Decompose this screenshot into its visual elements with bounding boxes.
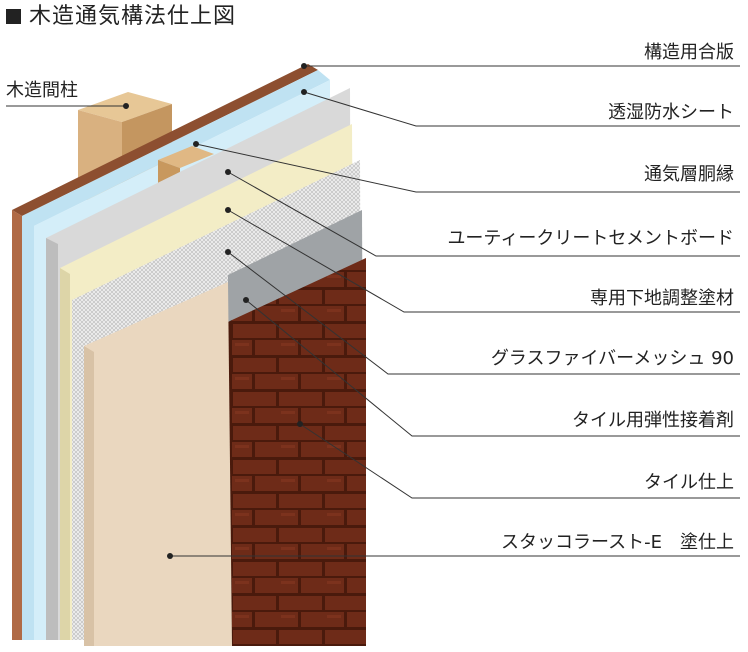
tile-face xyxy=(232,258,366,646)
label-stucco: スタッコラースト-E 塗仕上 xyxy=(501,532,734,553)
label-adhesive: タイル用弾性接着剤 xyxy=(572,410,734,431)
leader-board xyxy=(227,171,740,257)
leader-lines xyxy=(6,65,740,557)
label-membrane: 透湿防水シート xyxy=(608,102,734,123)
plywood-face xyxy=(12,210,22,640)
plywood-edge xyxy=(12,64,318,216)
label-mesh: グラスファイバーメッシュ 90 xyxy=(490,348,734,369)
leader-mesh xyxy=(227,251,740,375)
diagram-title: 木造通気構法仕上図 xyxy=(6,2,236,32)
leader-membrane xyxy=(303,91,740,127)
leader-tile xyxy=(299,423,740,499)
leader-dots xyxy=(123,63,307,559)
title-text: 木造通気構法仕上図 xyxy=(29,4,237,29)
label-cement-board: ユーティークリートセメントボード xyxy=(447,228,734,249)
label-stud: 木造間柱 xyxy=(6,80,78,101)
label-base-coat: 専用下地調整塗材 xyxy=(590,288,734,309)
furring-top xyxy=(158,146,214,168)
leader-adhesive xyxy=(245,299,740,437)
stucco-edge xyxy=(84,346,94,646)
label-tile: タイル仕上 xyxy=(644,472,734,493)
label-plywood: 構造用合版 xyxy=(644,42,734,63)
leader-base-coat xyxy=(227,209,740,313)
base-coat-edge xyxy=(60,268,70,640)
leader-furring xyxy=(195,143,740,193)
label-furring: 通気層胴縁 xyxy=(644,164,734,185)
title-square-icon xyxy=(6,9,21,24)
stucco-face xyxy=(84,282,232,646)
board-edge xyxy=(46,238,58,640)
